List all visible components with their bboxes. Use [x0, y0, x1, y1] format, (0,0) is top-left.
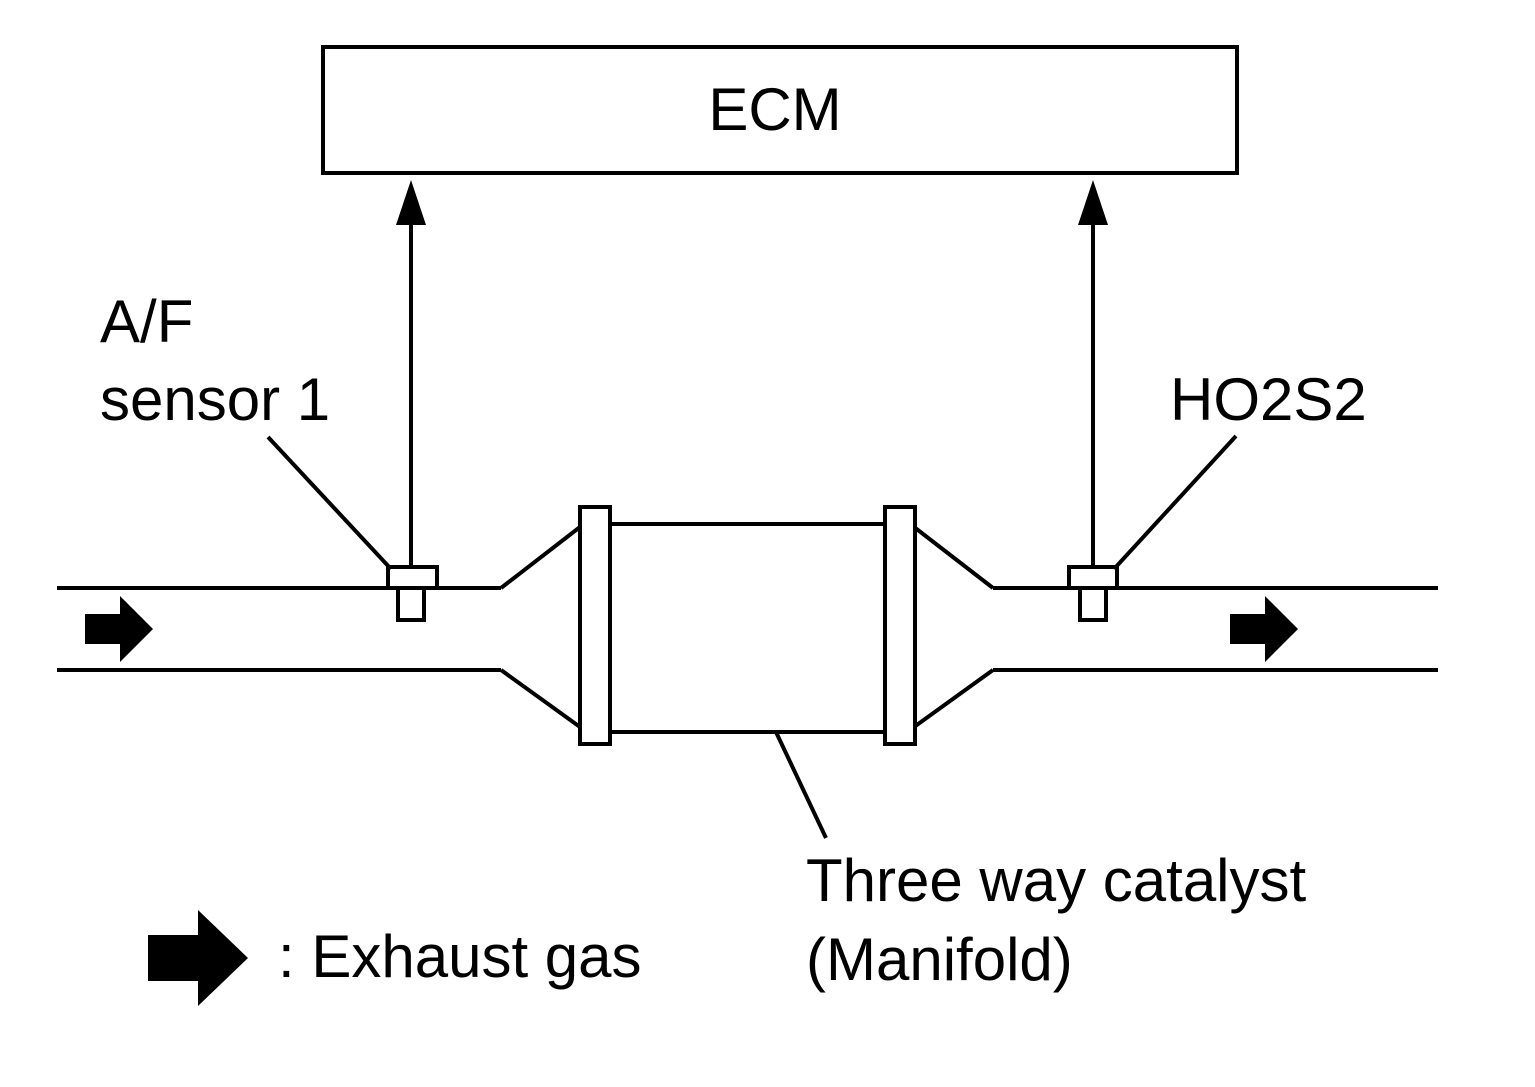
legend: : Exhaust gas — [148, 910, 642, 1006]
catalyst-leader-line — [774, 731, 828, 839]
three-way-catalyst — [578, 505, 917, 746]
af-sensor-label-line1: A/F — [100, 288, 193, 355]
catalyst-inlet-flange — [578, 505, 612, 746]
ho2s2-leader-line — [1112, 434, 1238, 571]
catalyst-label-line1: Three way catalyst — [806, 847, 1307, 914]
ho2s2-signal-arrow — [1078, 180, 1108, 567]
af-sensor-leader-line — [266, 435, 393, 571]
ho2s2-label: HO2S2 — [1170, 366, 1367, 433]
ecm-label: ECM — [708, 76, 841, 143]
af-sensor-signal-arrow — [396, 180, 426, 567]
ecm-box: ECM — [321, 45, 1239, 175]
legend-exhaust-arrow-icon — [148, 910, 248, 1006]
ho2s2-sensor — [1067, 565, 1119, 622]
catalyst-label-line2: (Manifold) — [806, 926, 1073, 993]
legend-label: : Exhaust gas — [278, 923, 642, 990]
exhaust-pipe-downstream — [912, 525, 1438, 729]
exhaust-flow-arrow-icon — [1230, 596, 1298, 662]
catalyst-outlet-flange — [883, 505, 917, 746]
exhaust-flow-arrow-icon — [85, 596, 153, 662]
af-sensor-1 — [386, 565, 439, 622]
af-sensor-label-line2: sensor 1 — [100, 366, 330, 433]
